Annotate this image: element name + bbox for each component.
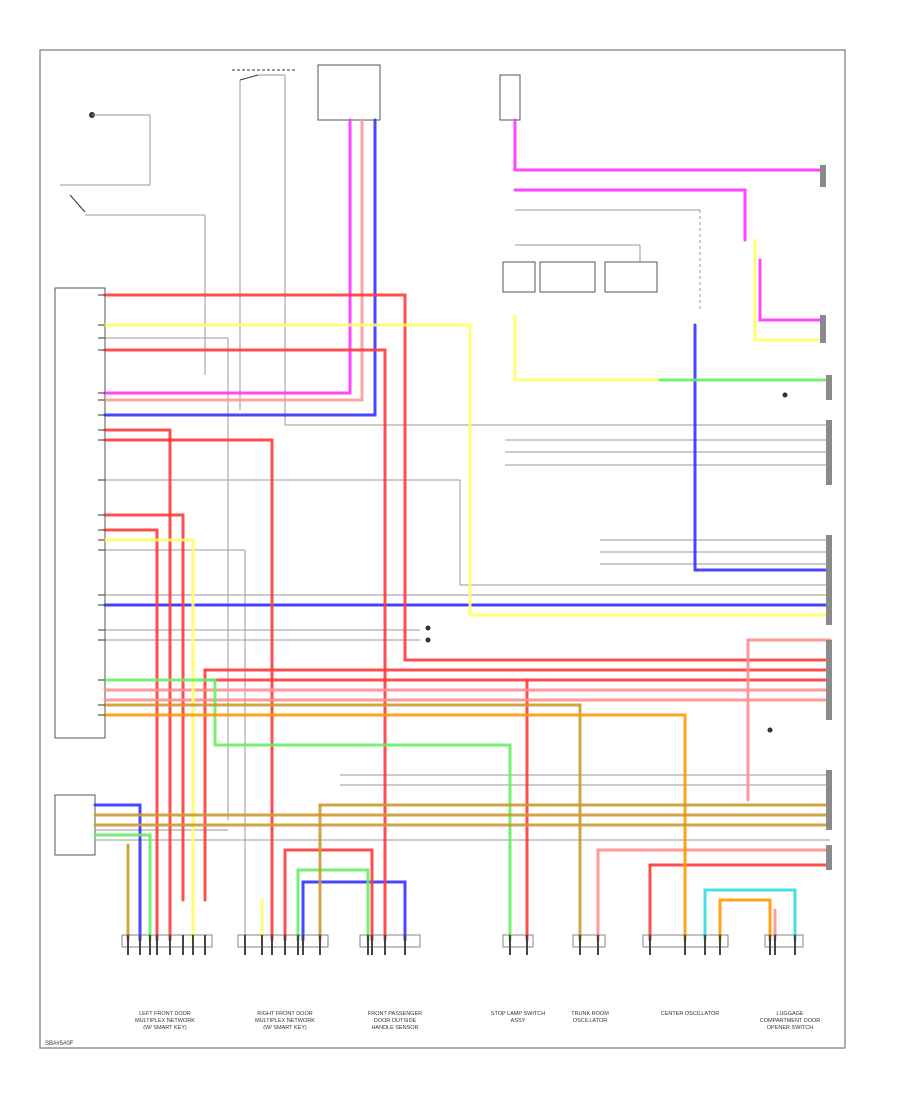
left-front-door-connector (121, 934, 213, 955)
certification-ecu-box (54, 287, 106, 739)
relay-box-3 (604, 261, 658, 293)
ground-symbols (425, 392, 788, 733)
door-control-switch-box (317, 64, 381, 121)
top-center-switch (232, 69, 295, 425)
diagram-border (39, 49, 846, 1049)
top-left-switch (60, 112, 206, 375)
right-front-door-connector (237, 934, 329, 955)
colored-wires (93, 118, 832, 942)
figure-id: SB##5#0F (45, 1041, 74, 1047)
ignition-switch-box (499, 74, 521, 121)
luggage-opener-connector (764, 934, 804, 955)
front-passenger-handle-connector (359, 934, 421, 955)
ecu-pin-stubs (98, 294, 105, 716)
label-center-oscillator: CENTER OSCILLATOR (661, 1011, 720, 1017)
right-side-connectors (820, 165, 832, 870)
relay-box-2 (539, 261, 596, 293)
lower-ecu-box (54, 794, 96, 856)
bottom-connectors (121, 934, 804, 955)
relay-box-1 (502, 261, 536, 293)
stop-lamp-switch-connector (502, 934, 534, 955)
trunk-oscillator-connector (572, 934, 606, 955)
center-oscillator-connector (642, 934, 729, 955)
